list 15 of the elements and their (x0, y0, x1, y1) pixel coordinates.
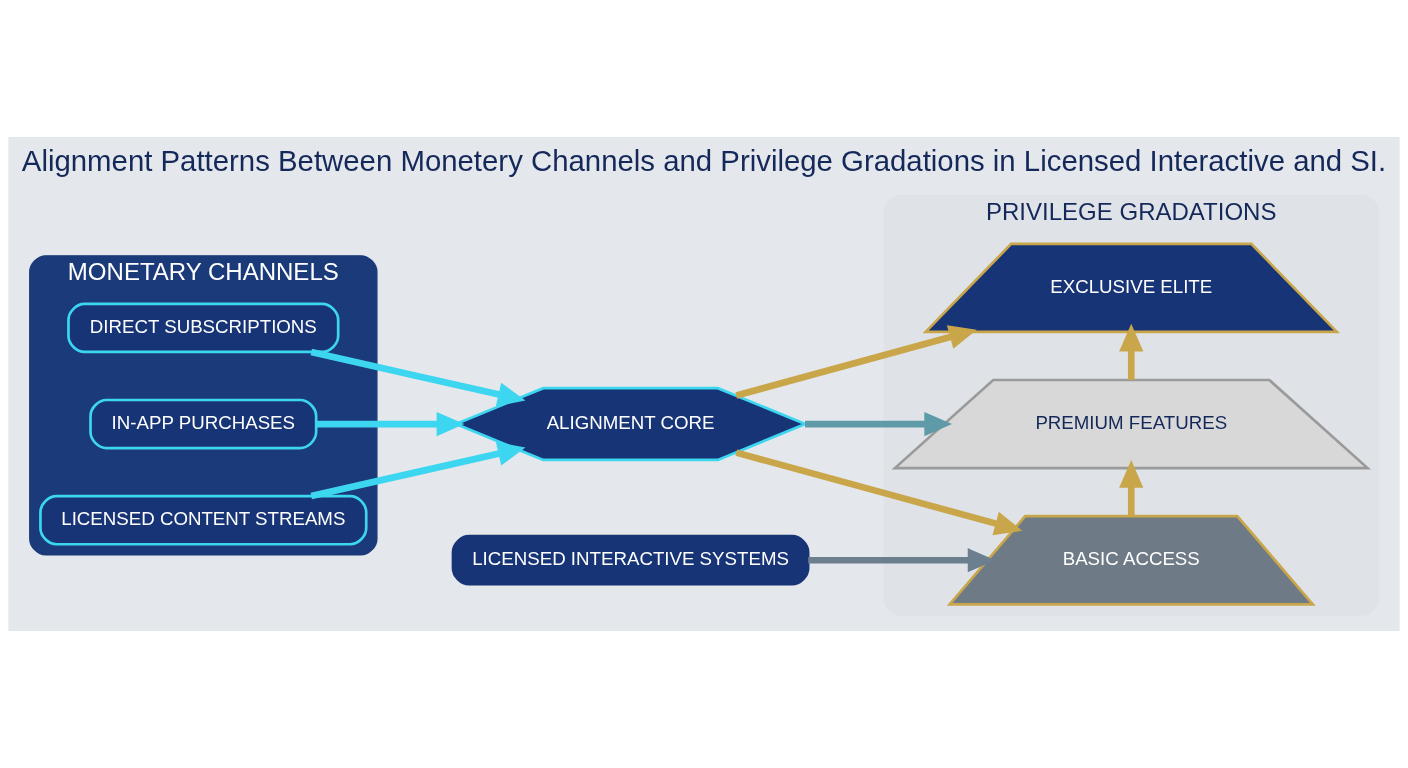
arrow (310, 441, 526, 500)
arrow (1119, 459, 1144, 517)
arrow (310, 348, 526, 407)
arrow (808, 548, 996, 573)
arrow (805, 411, 952, 437)
diagram-title: Alignment Patterns Between Monetery Channels and Privilege Gradations in Licensed Interactive and SI. (21, 144, 1387, 178)
node-box: LICENSED INTERACTIVE SYSTEMS (451, 534, 810, 586)
node-box: DIRECT SUBSCRIPTIONS (67, 302, 340, 354)
node-box: IN-APP PURCHASES (89, 398, 318, 450)
arrow (316, 411, 465, 437)
node-box: LICENSED CONTENT STREAMS (39, 494, 368, 546)
node-text: PRIVILEGE GRADATIONS (986, 198, 1277, 226)
arrow (1119, 323, 1144, 380)
arrow (735, 325, 977, 399)
arrow (735, 449, 1023, 536)
